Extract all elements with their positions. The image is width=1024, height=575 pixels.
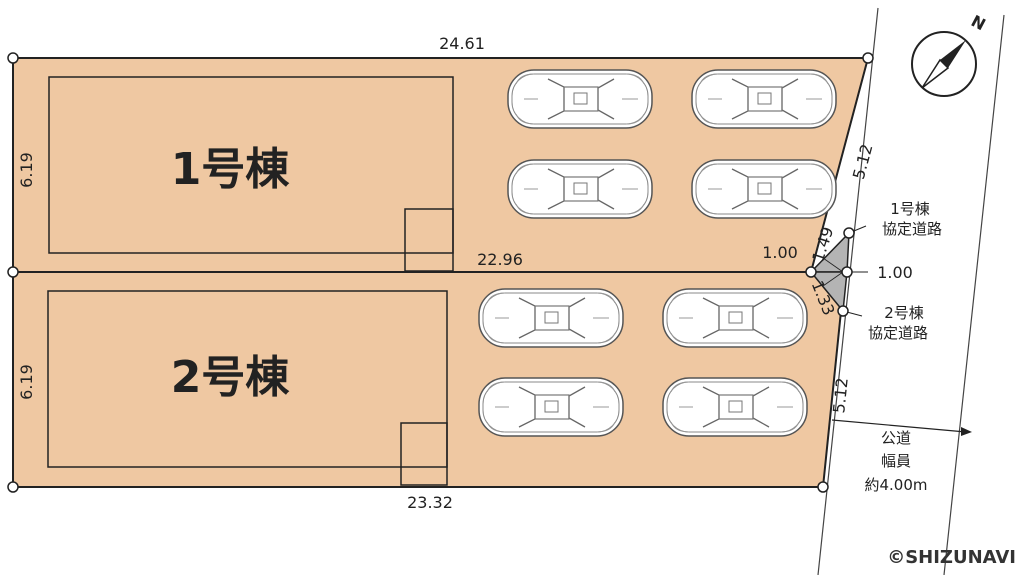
compass-north-label: N bbox=[968, 11, 989, 34]
parking-car bbox=[691, 159, 837, 219]
b2-road-label-line2: 協定道路 bbox=[868, 324, 928, 342]
building-1-label: 1号棟 bbox=[171, 144, 291, 195]
dim-middle: 22.96 bbox=[477, 250, 523, 269]
parking-car bbox=[662, 377, 808, 437]
dim-triangle-left: 1.00 bbox=[762, 243, 798, 262]
boundary-marker bbox=[841, 266, 853, 278]
leader-line bbox=[822, 257, 844, 273]
public-road-line1: 公道 bbox=[881, 429, 911, 447]
boundary-marker bbox=[817, 481, 829, 493]
lot-2 bbox=[12, 271, 847, 488]
road-boundary-east bbox=[943, 14, 1005, 575]
dim-left-lower: 6.19 bbox=[17, 364, 36, 400]
building-1-footprint bbox=[48, 76, 454, 254]
building-2-annex bbox=[400, 422, 448, 486]
public-road-line3: 約4.00m bbox=[864, 476, 927, 494]
building-2-label: 2号棟 bbox=[171, 352, 291, 403]
parking-car bbox=[507, 69, 653, 129]
dim-top: 24.61 bbox=[439, 34, 485, 53]
copyright-watermark: ©SHIZUNAVI bbox=[887, 547, 1016, 568]
b1-road-label-line2: 協定道路 bbox=[882, 220, 942, 238]
boundary-marker bbox=[805, 266, 817, 278]
b1-road-label-line1: 1号棟 bbox=[890, 200, 930, 218]
boundary-marker bbox=[862, 52, 874, 64]
parking-car bbox=[507, 159, 653, 219]
building-1-annex bbox=[404, 208, 454, 272]
compass: N bbox=[911, 11, 989, 97]
easement-triangle-lower bbox=[809, 271, 848, 313]
leader-line bbox=[822, 271, 844, 287]
dim-right-upper: 5.12 bbox=[849, 142, 877, 181]
boundary-marker bbox=[7, 481, 19, 493]
road-width-arrow bbox=[831, 419, 967, 433]
parking-car bbox=[691, 69, 837, 129]
building-2-footprint bbox=[47, 290, 448, 468]
compass-needle-icon bbox=[940, 40, 966, 68]
b2-road-label-line1: 2号棟 bbox=[884, 304, 924, 322]
dim-right-lower: 5.12 bbox=[829, 377, 852, 414]
dim-triangle-right: 1.00 bbox=[877, 263, 913, 282]
parking-car bbox=[662, 288, 808, 348]
public-road-line2: 幅員 bbox=[881, 452, 911, 470]
road-width-arrowhead bbox=[961, 427, 972, 436]
parking-car bbox=[478, 377, 624, 437]
dim-bottom: 23.32 bbox=[407, 493, 453, 512]
boundary-marker bbox=[837, 305, 849, 317]
boundary-marker bbox=[843, 227, 855, 239]
road-boundary-west bbox=[817, 7, 879, 575]
boundary-marker bbox=[7, 266, 19, 278]
boundary-marker bbox=[7, 52, 19, 64]
dim-left-upper: 6.19 bbox=[17, 152, 36, 188]
parking-car bbox=[478, 288, 624, 348]
boundary-markers bbox=[7, 52, 874, 493]
